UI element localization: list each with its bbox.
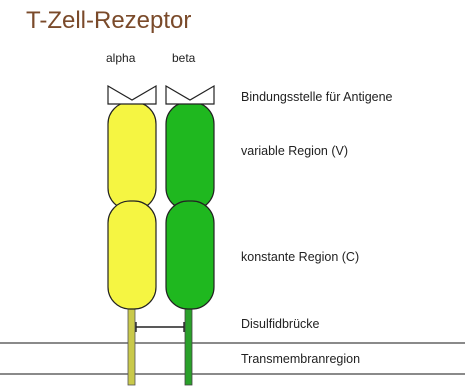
diagram-title: T-Zell-Rezeptor [26, 7, 191, 34]
alpha-transmembrane-tail [127, 304, 136, 386]
binding-site-label: Bindungsstelle für Antigene [241, 90, 393, 104]
disulfide-bridge [135, 322, 185, 332]
beta-variable-domain [165, 101, 215, 211]
beta-constant-domain [165, 200, 215, 310]
beta-binding-site-icon [165, 84, 215, 105]
disulfide-label: Disulfidbrücke [241, 317, 320, 331]
alpha-constant-domain [107, 200, 157, 310]
alpha-chain [107, 84, 157, 310]
beta-chain [165, 84, 215, 310]
beta-transmembrane-tail [184, 304, 193, 386]
variable-region-label: variable Region (V) [241, 144, 348, 158]
transmembrane-label: Transmembranregion [241, 352, 360, 366]
alpha-chain-label: alpha [106, 51, 136, 65]
alpha-variable-domain [107, 101, 157, 211]
constant-region-label: konstante Region (C) [241, 250, 359, 264]
beta-chain-label: beta [172, 51, 196, 65]
alpha-binding-site-icon [107, 84, 157, 105]
